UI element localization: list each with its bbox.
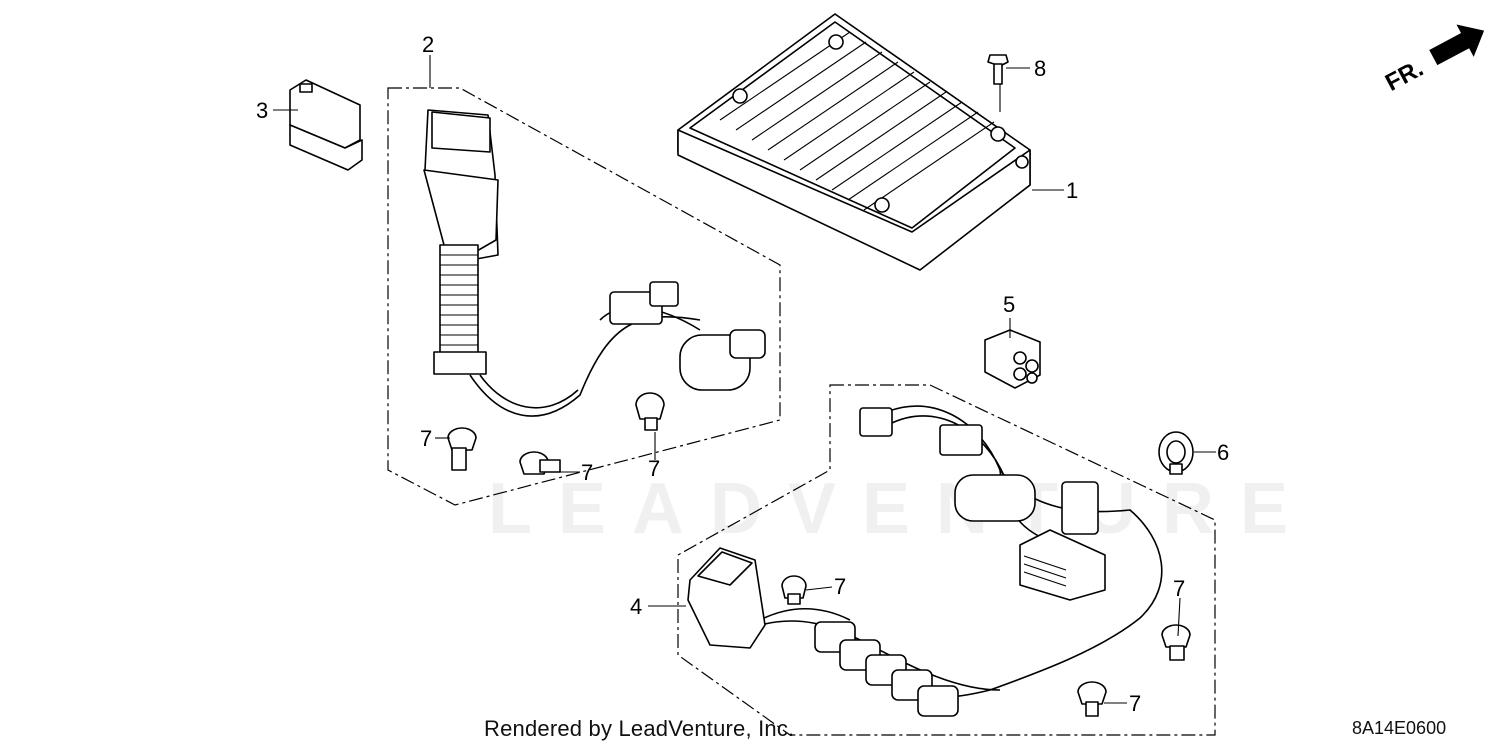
callout-7-c[interactable]: 7 bbox=[648, 456, 660, 481]
clip-part[interactable] bbox=[519, 451, 561, 475]
connector-part[interactable] bbox=[984, 329, 1041, 389]
direction-label: FR. bbox=[1381, 55, 1428, 97]
main-harness-part[interactable] bbox=[687, 405, 1163, 717]
bolt-part[interactable] bbox=[987, 54, 1009, 112]
callout-1[interactable]: 1 bbox=[1066, 178, 1078, 203]
front-direction-indicator: FR. bbox=[1381, 24, 1485, 97]
callout-6[interactable]: 6 bbox=[1217, 440, 1229, 465]
drawing-code: 8A14E0600 bbox=[1352, 718, 1447, 738]
callout-7-e[interactable]: 7 bbox=[1173, 576, 1185, 601]
grommet-part[interactable] bbox=[1158, 431, 1194, 475]
watermark: LEADVENTURE bbox=[488, 469, 1315, 549]
clip-part[interactable] bbox=[447, 427, 477, 471]
arrow-right-icon bbox=[1429, 24, 1485, 66]
callout-8[interactable]: 8 bbox=[1034, 56, 1046, 81]
callout-5[interactable]: 5 bbox=[1003, 292, 1015, 317]
control-module-part[interactable] bbox=[677, 13, 1031, 271]
callout-7-d[interactable]: 7 bbox=[834, 574, 846, 599]
cover-cap-part[interactable] bbox=[289, 79, 363, 171]
callout-7-b[interactable]: 7 bbox=[581, 460, 593, 485]
callout-7-f[interactable]: 7 bbox=[1129, 691, 1141, 716]
callout-3[interactable]: 3 bbox=[256, 98, 268, 123]
clip-part[interactable] bbox=[781, 575, 807, 605]
clip-part[interactable] bbox=[1161, 624, 1191, 661]
callout-7-a[interactable]: 7 bbox=[420, 426, 432, 451]
sub-harness-part[interactable] bbox=[423, 109, 766, 417]
clip-part[interactable] bbox=[1077, 681, 1107, 717]
callout-4[interactable]: 4 bbox=[630, 594, 642, 619]
clip-part[interactable] bbox=[635, 392, 665, 431]
render-credit: Rendered by LeadVenture, Inc. bbox=[484, 716, 795, 741]
leader-lines bbox=[273, 55, 1216, 704]
sub-harness-outline bbox=[387, 87, 781, 506]
main-harness-outline bbox=[677, 384, 1216, 736]
callout-2[interactable]: 2 bbox=[422, 32, 434, 57]
